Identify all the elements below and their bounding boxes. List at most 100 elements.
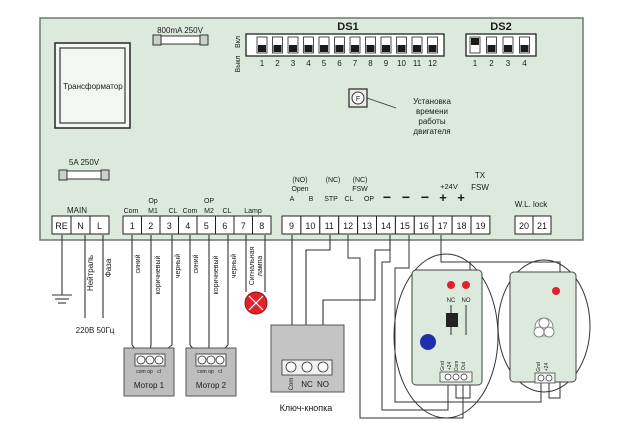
header-cl3: CL [345, 196, 354, 203]
transmitter-term-gnd: Gnd [536, 362, 542, 372]
timer-text-2: времени [416, 107, 448, 116]
main-terminal-label: RE [55, 221, 68, 231]
transformer: Трансформатор [54, 42, 131, 129]
fuse-left-label: 5A 250V [69, 158, 100, 167]
io-terminal-label: 9 [289, 221, 294, 231]
ds2-knob-1 [471, 38, 479, 45]
io-terminal-label: 15 [400, 221, 410, 231]
receiver-term-out: Out [461, 361, 467, 370]
ds1-knob-1 [258, 45, 266, 52]
header-cl2: CL [223, 208, 232, 215]
motor2-wiring [189, 235, 229, 357]
io-terminal-label: 13 [362, 221, 372, 231]
motor1-label: Мотор 1 [134, 381, 165, 390]
header-b: B [309, 196, 314, 203]
ds1-on-label: Вкл [235, 36, 242, 48]
ds2-number: 2 [489, 59, 494, 68]
motor-terminal-label: 4 [185, 221, 190, 231]
header-minus-1: − [383, 189, 391, 205]
ds1-knob-8 [366, 45, 375, 52]
motor-terminal-label: 1 [130, 221, 135, 231]
io-terminal-label: 11 [325, 221, 334, 231]
timer-text-3: работы [418, 117, 445, 126]
motor2-term-cl: cl [218, 369, 222, 375]
ds2-knob-3 [504, 45, 512, 52]
ds1-number: 7 [353, 59, 358, 68]
key-term-no: NO [317, 380, 329, 389]
timer-text-1: Установка [413, 97, 451, 106]
header-op2: OP [204, 198, 214, 205]
header-cl1: CL [169, 208, 178, 215]
ds1-knob-10 [397, 45, 406, 52]
io-terminal-label: 19 [475, 221, 485, 231]
motor2-box: com op cl Мотор 2 [185, 347, 237, 397]
receiver-no: NO [462, 298, 471, 304]
header-tx-fsw: FSW [471, 183, 489, 192]
receiver-relay-jumper [446, 313, 458, 327]
photocell-transmitter: Gnd +24 [497, 259, 591, 393]
signal-lamp: Сигнальная лампа [244, 235, 268, 315]
ds1-number: 4 [306, 59, 311, 68]
ds1-number: 1 [260, 59, 265, 68]
ds1-number: 8 [368, 59, 373, 68]
label-lamp-1: Сигнальная [249, 247, 256, 286]
fuse-top-label: 800mA 250V [157, 26, 203, 35]
header-m1: M1 [148, 208, 158, 215]
ds1-knob-11 [413, 45, 421, 52]
header-plus-1: + [439, 190, 447, 205]
ds1-title: DS1 [337, 21, 358, 33]
header-stp: STP [324, 196, 338, 203]
label-mains: 220В 50Гц [76, 326, 115, 335]
transformer-label: Трансформатор [63, 82, 123, 91]
motor1-term-cl: cl [157, 369, 161, 375]
transmitter-led-icon [552, 287, 560, 295]
label-m2-black: черный [230, 254, 238, 278]
key-term-nc: NC [301, 380, 313, 389]
ds1-number: 10 [397, 59, 406, 68]
header-plus-2: + [457, 190, 465, 205]
header-main: MAIN [67, 206, 87, 215]
header-com2: Com [183, 208, 198, 215]
photocell-receiver: NC NO Gnd +24 Com Out [393, 253, 499, 419]
receiver-term-gnd: Gnd [440, 361, 446, 371]
lock-terminal-label: 20 [519, 221, 529, 231]
ds1-knob-3 [289, 45, 297, 52]
motor2-term-op: op [208, 369, 214, 375]
motor-terminal-label: 7 [241, 221, 246, 231]
motor-terminal-label: 5 [204, 221, 209, 231]
label-m1-blue: синий [134, 254, 142, 273]
ds2-number: 1 [473, 59, 478, 68]
ds2-knob-4 [520, 45, 529, 52]
ds1-number: 11 [413, 59, 422, 68]
ds2-knob-2 [487, 45, 496, 52]
header-op3: OP [364, 196, 374, 203]
header-fsw-nc: (NC) [353, 177, 368, 184]
header-tx: TX [475, 171, 486, 180]
key-term-com: Com [289, 378, 295, 391]
timer-text-4: двигателя [413, 127, 450, 136]
label-m1-black: черный [174, 254, 182, 278]
label-phase: Фаза [104, 258, 113, 277]
main-terminal [89, 215, 110, 235]
terminal-headers: MAIN Com Op M1 CL Com OP M2 CL Lamp (NO)… [67, 171, 548, 215]
header-plus24v: +24V [440, 182, 458, 191]
ds1-knob-6 [335, 45, 344, 52]
label-lamp-2: лампа [257, 256, 264, 277]
header-wl-lock: W.L. lock [515, 200, 548, 209]
motor1-box: com op cl Мотор 1 [123, 347, 175, 397]
io-terminal-label: 12 [343, 221, 353, 231]
motor-terminal-label: 2 [148, 221, 153, 231]
mains-wiring [52, 235, 104, 318]
label-m1-brown: коричневый [154, 255, 162, 294]
receiver-term-24: +24 [447, 362, 453, 371]
ds2-number: 3 [506, 59, 511, 68]
motor1-term-com: com [136, 369, 145, 375]
header-a: A [290, 196, 295, 203]
receiver-led-1-icon [447, 281, 455, 289]
io-terminal-label: 16 [419, 221, 429, 231]
key-switch: Com NC NO Ключ-кнопка [270, 324, 345, 413]
header-minus-3: − [421, 189, 429, 205]
